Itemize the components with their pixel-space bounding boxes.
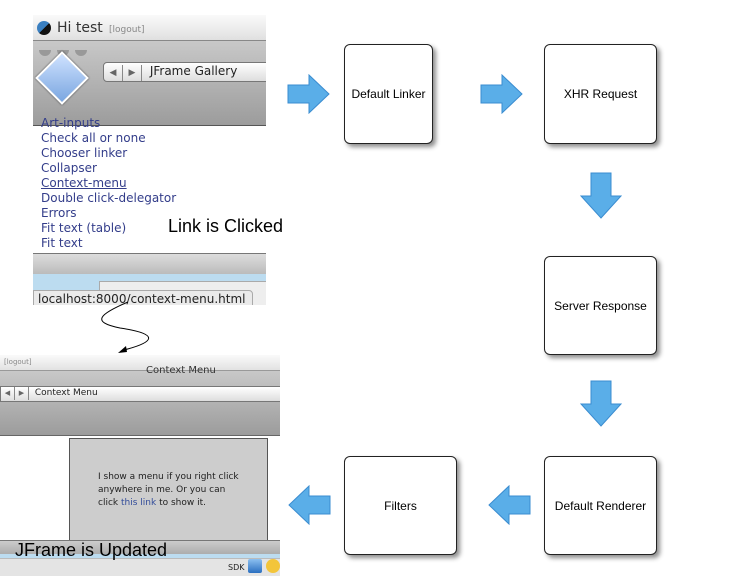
nav-title: JFrame Gallery (149, 64, 238, 78)
nav-title: Context Menu (34, 388, 98, 398)
link-suffix: (table) (86, 221, 127, 235)
nav-bar: ◀▶ JFrame Gallery (103, 62, 266, 82)
link-double-click[interactable]: Double click-delegator (41, 191, 177, 205)
link-art-inputs[interactable]: Art-inputs (41, 116, 101, 130)
back-button-icon[interactable]: ◀ (104, 65, 123, 81)
caption-jframe-updated: JFrame is Updated (15, 540, 168, 560)
panel-text: I show a menu if you right click anywher… (98, 471, 248, 510)
link-context-menu[interactable]: Context-menu (41, 176, 127, 190)
link-check-all[interactable]: Check all or none (41, 131, 146, 145)
panel-text-1: I show a menu if you right click anywher… (98, 472, 239, 508)
before-screenshot: Hi test [logout] ◀▶ JFrame Gallery Art-i… (33, 15, 266, 305)
transition-arrow (101, 301, 150, 353)
panel-link[interactable]: this link (120, 498, 157, 508)
arrow-down-icon (580, 380, 622, 427)
app-logo-icon (37, 21, 51, 35)
link-fit-text[interactable]: Fit text (41, 236, 83, 250)
box-default-linker: Default Linker (344, 44, 433, 144)
link-fit-text-table-label: Fit text (41, 221, 83, 235)
logout-link[interactable]: [logout] (4, 358, 32, 366)
greeting: Hi test (57, 20, 103, 36)
arrow-right-icon (480, 74, 523, 114)
arrow-down-icon (580, 172, 622, 219)
link-collapser[interactable]: Collapser (41, 161, 97, 175)
logout-link[interactable]: [logout] (109, 25, 145, 35)
link-errors[interactable]: Errors (41, 206, 77, 220)
link-chooser-linker[interactable]: Chooser linker (41, 146, 128, 160)
status-bar-url: localhost:8000/context-menu.html (33, 290, 253, 305)
dock-help-icon[interactable] (266, 559, 280, 573)
arrow-left-icon (288, 485, 331, 525)
box-xhr-request: XHR Request (544, 44, 657, 144)
nav-bar: ◀▶ Context Menu (0, 386, 280, 402)
forward-button-icon[interactable]: ▶ (15, 387, 29, 400)
dock-app-icon[interactable] (248, 559, 262, 573)
after-screenshot: [logout] Context Menu ◀▶ Context Menu I … (0, 355, 280, 576)
box-default-renderer: Default Renderer (544, 456, 657, 555)
back-button-icon[interactable]: ◀ (1, 387, 15, 400)
window-title: Context Menu (146, 365, 216, 376)
link-fit-text-table[interactable]: Fit text (table) (41, 221, 176, 236)
arrow-left-icon (488, 485, 531, 525)
dock-sdk-label[interactable]: SDK (228, 563, 245, 572)
box-server-response: Server Response (544, 256, 657, 355)
arrow-right-icon (287, 74, 330, 114)
caption-link-clicked: Link is Clicked (168, 216, 284, 236)
window-controls[interactable] (39, 41, 99, 56)
link-list: Art-inputs Check all or none Chooser lin… (41, 116, 176, 251)
box-filters: Filters (344, 456, 457, 555)
panel-text-2: to show it. (159, 498, 206, 508)
forward-button-icon[interactable]: ▶ (123, 65, 142, 81)
